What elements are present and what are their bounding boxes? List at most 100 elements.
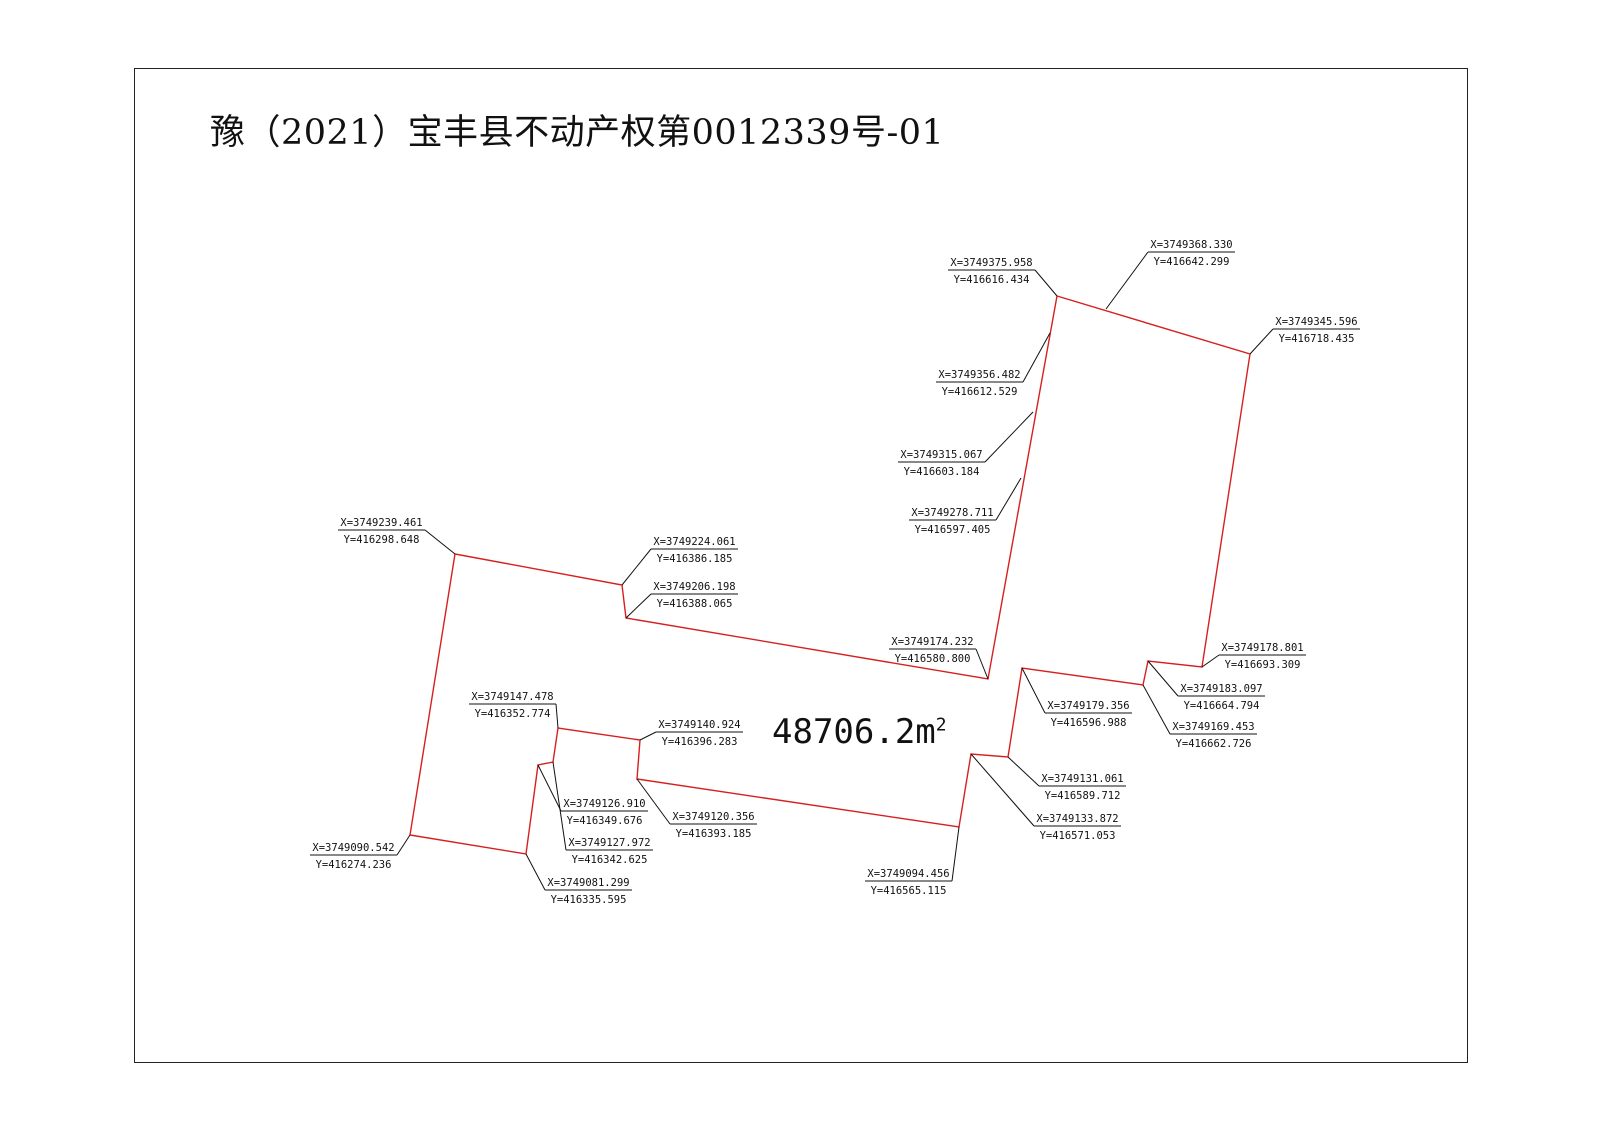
x-coordinate: X=3749315.067 (900, 449, 982, 461)
leader-line (951, 826, 960, 882)
y-coordinate: Y=416616.434 (954, 274, 1030, 286)
leader-line (525, 853, 546, 891)
leader-line (1022, 332, 1051, 383)
x-coordinate: X=3749131.061 (1041, 773, 1123, 785)
x-coordinate: X=3749278.711 (911, 507, 993, 519)
x-coordinate: X=3749183.097 (1180, 683, 1262, 695)
y-coordinate: Y=416393.185 (676, 828, 752, 840)
parcel-boundary (409, 295, 1251, 855)
leader-line (1021, 667, 1046, 714)
x-coordinate: X=3749178.801 (1221, 642, 1303, 654)
x-coordinate: X=3749140.924 (658, 719, 740, 731)
y-coordinate: Y=416386.185 (657, 553, 733, 565)
y-coordinate: Y=416693.309 (1225, 659, 1301, 671)
x-coordinate: X=3749090.542 (312, 842, 394, 854)
x-coordinate: X=3749147.478 (471, 691, 553, 703)
leader-line (552, 761, 567, 851)
leader-line (1105, 251, 1149, 310)
x-coordinate: X=3749169.453 (1172, 721, 1254, 733)
y-coordinate: Y=416718.435 (1279, 333, 1355, 345)
y-coordinate: Y=416274.236 (316, 859, 392, 871)
y-coordinate: Y=416612.529 (942, 386, 1018, 398)
x-coordinate: X=3749094.456 (867, 868, 949, 880)
leader-line (625, 593, 652, 619)
x-coordinate: X=3749345.596 (1275, 316, 1357, 328)
area-unit: m (915, 712, 936, 752)
x-coordinate: X=3749081.299 (547, 877, 629, 889)
leader-line (621, 548, 652, 586)
y-coordinate: Y=416589.712 (1045, 790, 1121, 802)
area-value: 48706.2 (772, 712, 916, 752)
leader-line (1007, 756, 1040, 787)
x-coordinate: X=3749120.356 (672, 811, 754, 823)
y-coordinate: Y=416298.648 (344, 534, 420, 546)
y-coordinate: Y=416349.676 (567, 815, 643, 827)
x-coordinate: X=3749179.356 (1047, 700, 1129, 712)
x-coordinate: X=3749133.872 (1036, 813, 1118, 825)
y-coordinate: Y=416388.065 (657, 598, 733, 610)
x-coordinate: X=3749239.461 (340, 517, 422, 529)
leader-line (396, 834, 411, 856)
x-coordinate: X=3749375.958 (950, 257, 1032, 269)
leader-line (975, 648, 989, 680)
leader-line (424, 529, 456, 555)
x-coordinate: X=3749126.910 (563, 798, 645, 810)
x-coordinate: X=3749206.198 (653, 581, 735, 593)
leader-line (1201, 654, 1220, 668)
leader-line (537, 764, 562, 812)
leader-line (555, 703, 559, 729)
certificate-title: 豫（2021）宝丰县不动产权第0012339号-01 (210, 113, 945, 153)
leader-line (970, 753, 1035, 827)
y-coordinate: Y=416664.794 (1184, 700, 1260, 712)
leader-line (984, 411, 1034, 463)
y-coordinate: Y=416352.774 (475, 708, 551, 720)
y-coordinate: Y=416603.184 (904, 466, 980, 478)
leader-line (1249, 328, 1274, 355)
leader-line (639, 731, 657, 741)
y-coordinate: Y=416580.800 (895, 653, 971, 665)
x-coordinate: X=3749368.330 (1150, 239, 1232, 251)
leader-line (1034, 269, 1058, 297)
leader-line (636, 778, 671, 825)
parcel-area-label: 48706.2m2 (772, 712, 947, 752)
x-coordinate: X=3749127.972 (568, 837, 650, 849)
area-unit-superscript: 2 (935, 714, 947, 736)
x-coordinate: X=3749224.061 (653, 536, 735, 548)
y-coordinate: Y=416597.405 (915, 524, 991, 536)
y-coordinate: Y=416662.726 (1176, 738, 1252, 750)
leader-line (995, 477, 1022, 521)
y-coordinate: Y=416342.625 (572, 854, 648, 866)
leader-line (1147, 660, 1179, 697)
x-coordinate: X=3749356.482 (938, 369, 1020, 381)
y-coordinate: Y=416396.283 (662, 736, 738, 748)
y-coordinate: Y=416565.115 (871, 885, 947, 897)
y-coordinate: Y=416596.988 (1051, 717, 1127, 729)
y-coordinate: Y=416642.299 (1154, 256, 1230, 268)
x-coordinate: X=3749174.232 (891, 636, 973, 648)
y-coordinate: Y=416335.595 (551, 894, 627, 906)
